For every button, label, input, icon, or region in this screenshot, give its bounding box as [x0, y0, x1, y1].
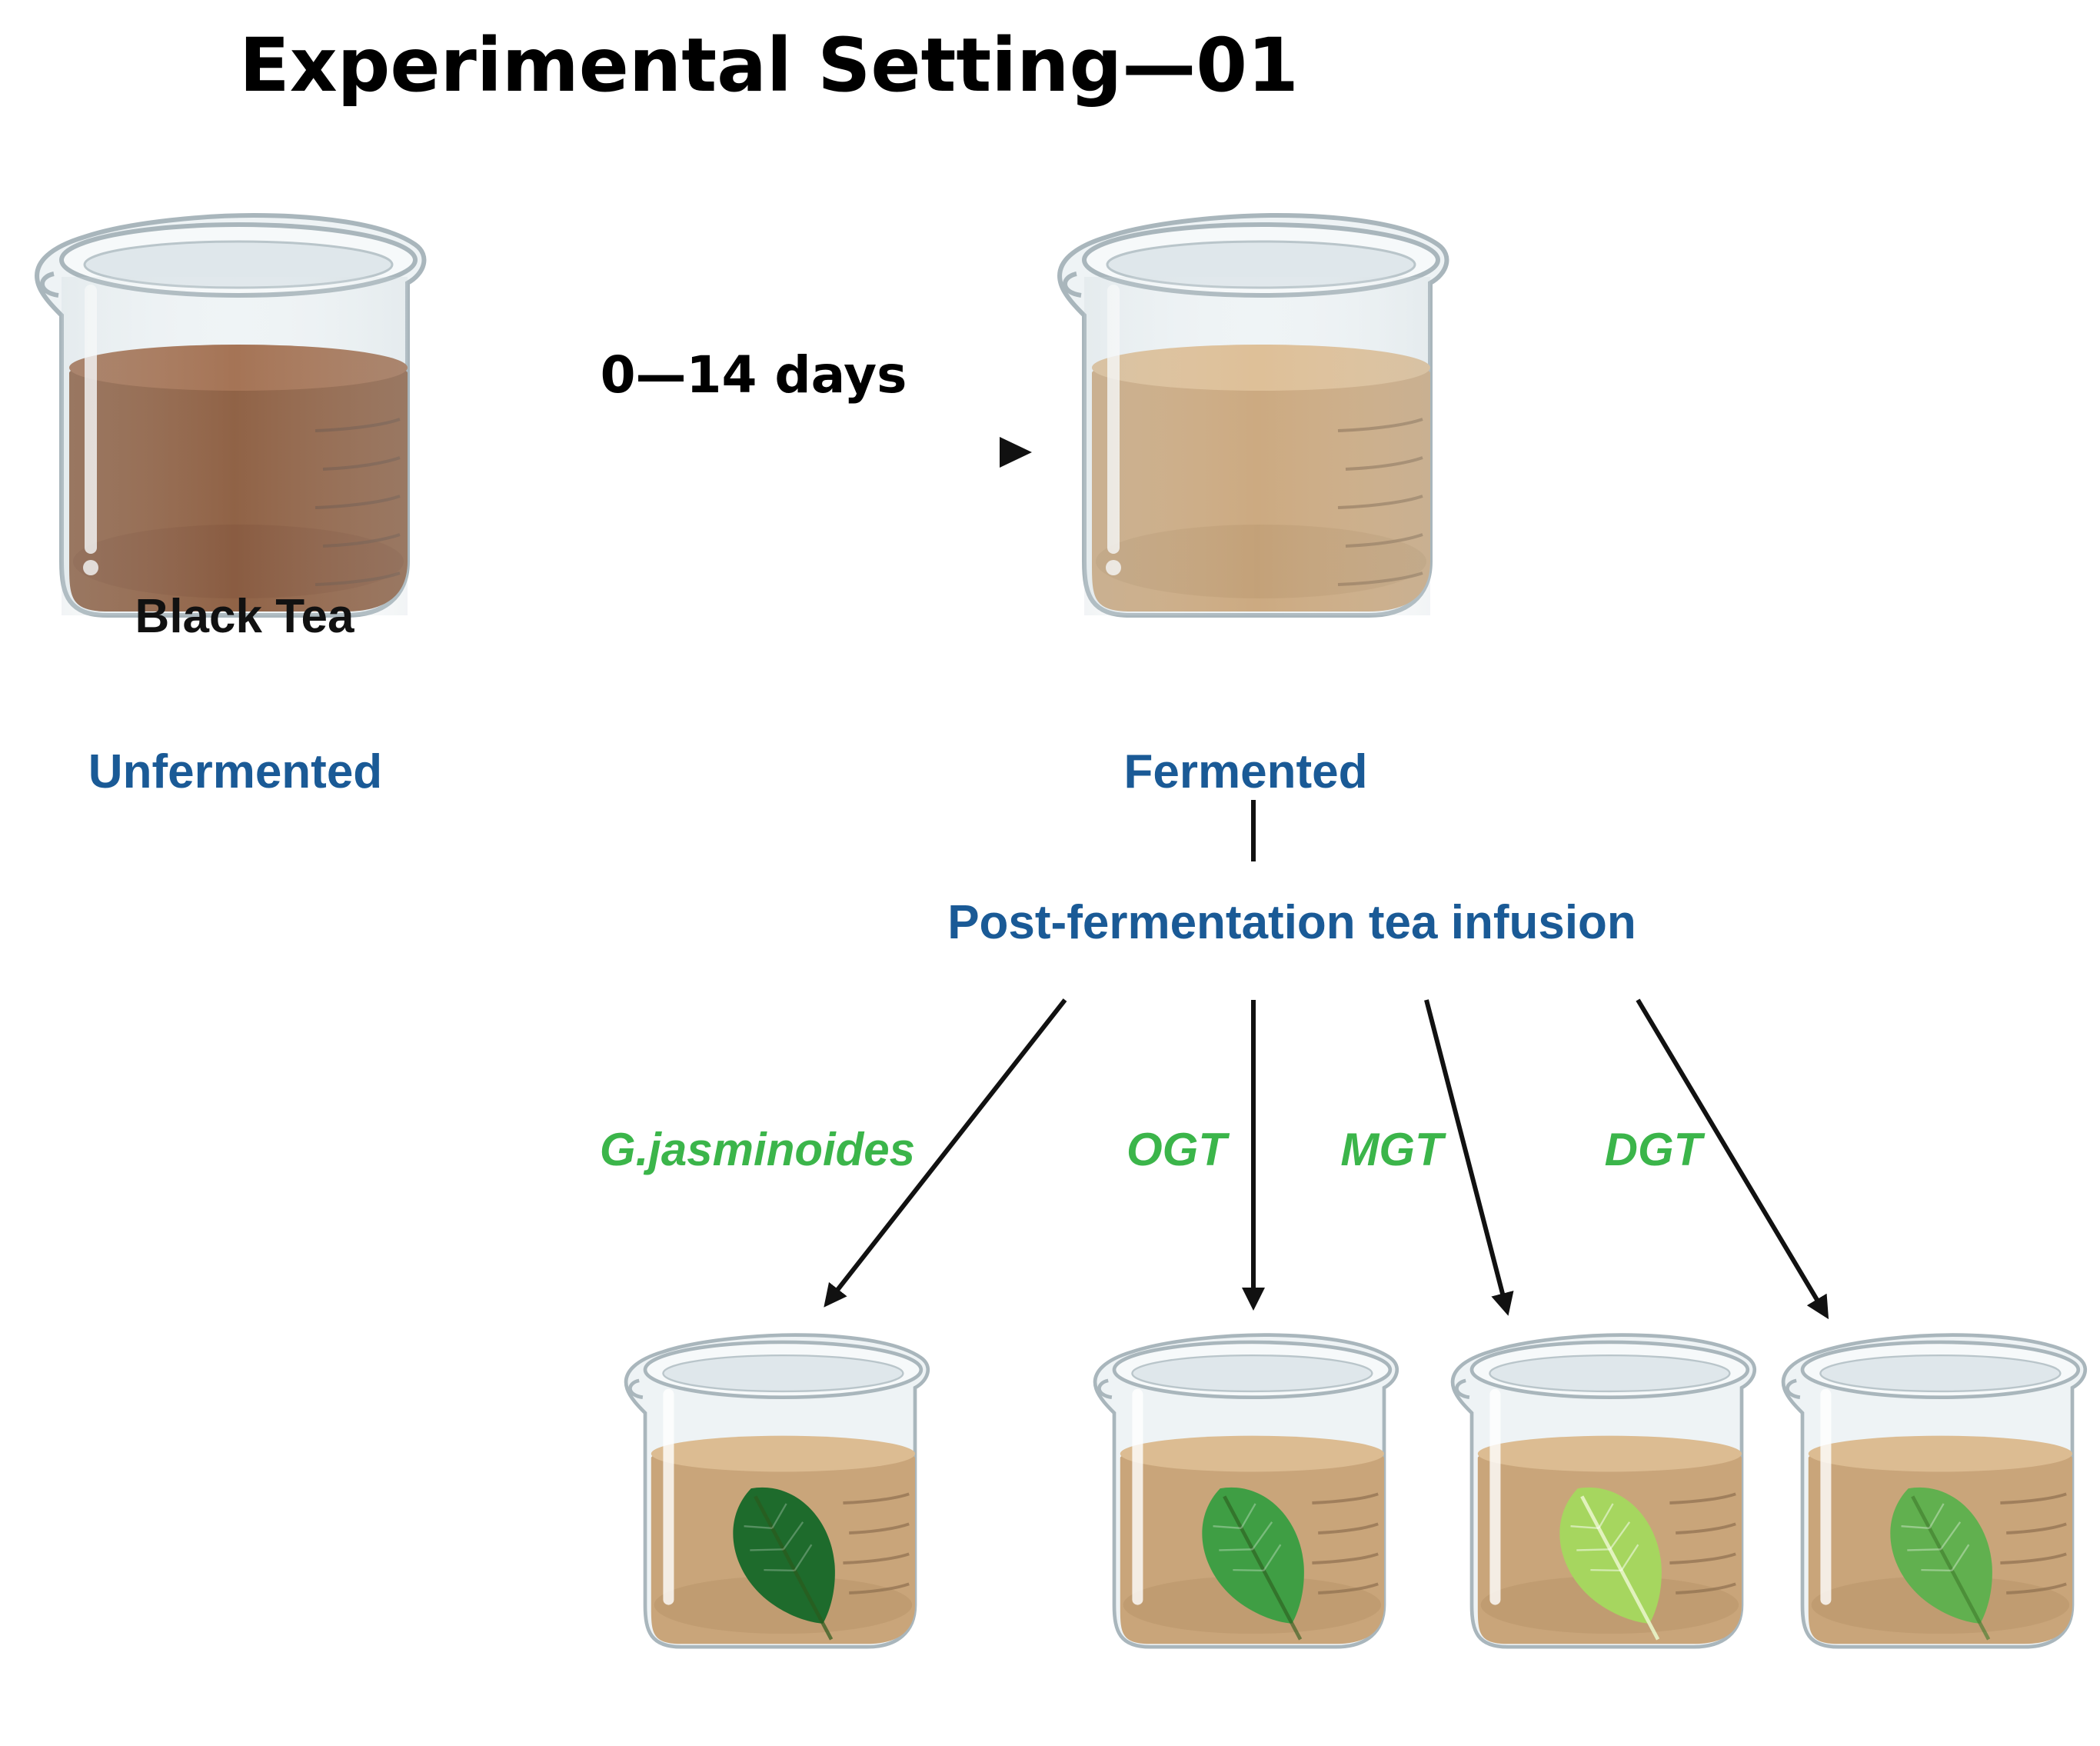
stage-label-fermented: Fermented [1124, 745, 1368, 798]
fermented-beaker [1060, 215, 1446, 615]
leaf-icon [1559, 1487, 1662, 1641]
branch-arrow-gjasminoides [824, 998, 1067, 1308]
beaker-gjasminoides [626, 1335, 928, 1661]
branch-arrows [824, 998, 1829, 1320]
duration-label: 0—14 days [601, 345, 907, 405]
branch-arrow-dgt [1636, 998, 1829, 1320]
variant-label-ogt: OGT [1127, 1124, 1230, 1175]
black-tea-beaker [37, 215, 424, 615]
leaf-icon [733, 1487, 835, 1641]
branch-arrow-mgt [1424, 999, 1514, 1316]
leaf-icon [1890, 1487, 1992, 1641]
fermentation-arrowhead [1000, 437, 1032, 468]
variant-label-dgt: DGT [1605, 1124, 1706, 1175]
leaf-icon [1202, 1487, 1304, 1641]
diagram-title: Experimental Setting—01 [239, 22, 1299, 108]
black-tea-label: Black Tea [135, 590, 354, 643]
stage-label-post-fermentation: Post-fermentation tea infusion [947, 896, 1636, 949]
stage-label-unfermented: Unfermented [88, 745, 382, 798]
beaker-dgt [1783, 1335, 2085, 1661]
beaker-mgt [1453, 1335, 1755, 1661]
beaker-ogt [1095, 1335, 1397, 1661]
variant-label-gjasminoides: G.jasminoides [600, 1124, 915, 1175]
variant-label-mgt: MGT [1340, 1124, 1446, 1175]
